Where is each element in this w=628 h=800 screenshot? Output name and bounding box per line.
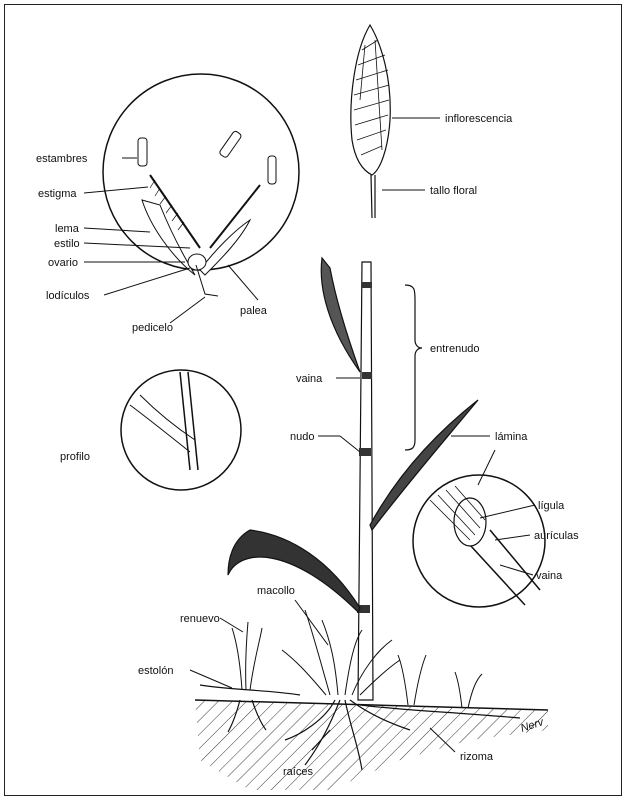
- label-estilo: estilo: [54, 238, 80, 250]
- flower-detail-circle: [103, 74, 299, 296]
- label-inflorescencia: inflorescencia: [445, 113, 513, 125]
- label-profilo: profilo: [60, 451, 90, 463]
- label-estambres: estambres: [36, 153, 88, 165]
- ligule-detail-circle: [413, 475, 545, 607]
- label-lema: lema: [55, 223, 80, 235]
- internode-brace: [405, 285, 422, 450]
- profilo-detail-circle: [121, 370, 241, 490]
- label-lodiculos: lodículos: [46, 290, 90, 302]
- label-renuevo: renuevo: [180, 613, 220, 625]
- label-vaina-detalle: vaina: [536, 570, 563, 582]
- label-palea: palea: [240, 305, 268, 317]
- label-estolon: estolón: [138, 665, 173, 677]
- label-ovario: ovario: [48, 257, 78, 269]
- floral-stem: [371, 175, 375, 218]
- label-nudo: nudo: [290, 431, 314, 443]
- inflorescence: [351, 25, 390, 175]
- label-ligula: lígula: [538, 500, 565, 512]
- label-raices: raíces: [283, 766, 313, 778]
- tillers: [232, 610, 482, 708]
- label-rizoma: rizoma: [460, 751, 494, 763]
- label-tallo-floral: tallo floral: [430, 185, 477, 197]
- label-estigma: estigma: [38, 188, 77, 200]
- label-auriculas: aurículas: [534, 530, 579, 542]
- label-lamina: lámina: [495, 431, 528, 443]
- label-entrenudo: entrenudo: [430, 343, 480, 355]
- label-pedicelo: pedicelo: [132, 322, 173, 334]
- label-macollo: macollo: [257, 585, 295, 597]
- label-vaina-tallo: vaina: [296, 373, 323, 385]
